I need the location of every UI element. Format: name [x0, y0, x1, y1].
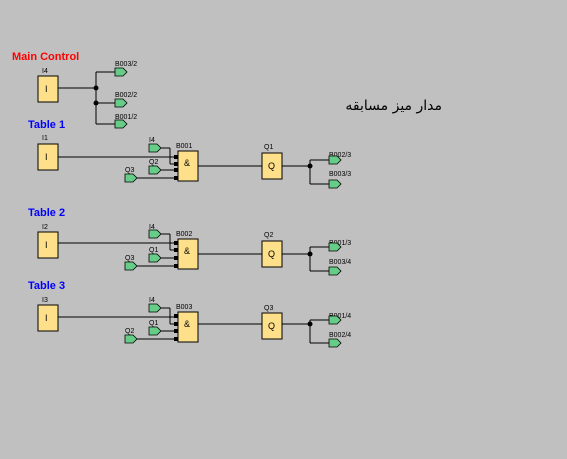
table-3-and-input-2: Q1 [149, 320, 158, 327]
diagram-title: مدار ميز مسابقه [345, 98, 442, 114]
table-2-output-tag: Q2 [264, 232, 273, 239]
output-connector[interactable] [328, 155, 342, 165]
main-input-symbol: I [45, 84, 48, 94]
table-1-input-tag: I1 [42, 135, 48, 142]
output-connector[interactable] [114, 119, 128, 129]
input-connector[interactable] [124, 173, 138, 183]
output-connector[interactable] [114, 67, 128, 77]
table-1-input-symbol: I [45, 152, 48, 162]
table-1-and-input-3: Q3 [125, 167, 134, 174]
input-connector[interactable] [124, 261, 138, 271]
output-connector[interactable] [328, 315, 342, 325]
table-3-output-1: B001/4 [329, 313, 351, 320]
table-3-and-tag: B003 [176, 304, 192, 311]
table-3-output-tag: Q3 [264, 305, 273, 312]
table-1-and-input-2: Q2 [149, 159, 158, 166]
table-3-output-block[interactable]: Q [261, 312, 283, 340]
table-3-output-2: B002/4 [329, 332, 351, 339]
table-1-and-block[interactable]: & [174, 150, 199, 182]
input-connector[interactable] [124, 334, 138, 344]
main-input-block[interactable]: I [37, 75, 59, 103]
output-connector[interactable] [328, 179, 342, 189]
table-2-input-block[interactable]: I [37, 231, 59, 259]
table-1-output-2: B003/3 [329, 171, 351, 178]
table-1-and-tag: B001 [176, 143, 192, 150]
table-2-output-symbol: Q [268, 249, 275, 259]
input-connector[interactable] [148, 229, 162, 239]
table-1-label: Table 1 [28, 119, 65, 131]
table-2-label: Table 2 [28, 207, 65, 219]
table-2-and-block[interactable]: & [174, 238, 199, 270]
table-3-section: Table 3 I3 I I4 Q1 Q2 B003 & Q3 [28, 280, 351, 348]
table-3-and-symbol: & [184, 319, 190, 329]
table-1-and-input-1: I4 [149, 137, 155, 144]
table-2-and-input-1: I4 [149, 224, 155, 231]
table-2-and-input-2: Q1 [149, 247, 158, 254]
table-3-label: Table 3 [28, 280, 65, 292]
table-3-and-input-3: Q2 [125, 328, 134, 335]
main-input-tag: I4 [42, 68, 48, 75]
table-1-output-block[interactable]: Q [261, 152, 283, 180]
table-1-section: Table 1 I1 I I4 Q2 Q3 B001 & Q1 [28, 119, 351, 189]
output-connector[interactable] [328, 338, 342, 348]
table-1-output-tag: Q1 [264, 144, 273, 151]
input-connector[interactable] [148, 253, 162, 263]
table-1-input-block[interactable]: I [37, 143, 59, 171]
main-control-label: Main Control [12, 51, 79, 63]
table-1-output-symbol: Q [268, 161, 275, 171]
table-2-and-tag: B002 [176, 231, 192, 238]
table-2-and-symbol: & [184, 246, 190, 256]
table-1-output-1: B002/3 [329, 152, 351, 159]
input-connector[interactable] [148, 326, 162, 336]
output-connector[interactable] [328, 266, 342, 276]
output-connector[interactable] [114, 98, 128, 108]
table-2-input-symbol: I [45, 240, 48, 250]
main-output-tag-1: B003/2 [115, 61, 137, 68]
table-1-and-symbol: & [184, 158, 190, 168]
input-connector[interactable] [148, 165, 162, 175]
table-2-section: Table 2 I2 I I4 Q1 Q3 B002 & Q2 [28, 207, 351, 276]
table-3-input-tag: I3 [42, 297, 48, 304]
input-connector[interactable] [148, 143, 162, 153]
table-2-and-input-3: Q3 [125, 255, 134, 262]
table-3-input-symbol: I [45, 313, 48, 323]
table-3-input-block[interactable]: I [37, 304, 59, 332]
table-3-output-symbol: Q [268, 321, 275, 331]
table-3-and-block[interactable]: & [174, 311, 199, 343]
table-2-output-2: B003/4 [329, 259, 351, 266]
main-control-section: Main Control I4 I B003/2 B002/2 B001/2 [12, 51, 137, 129]
output-connector[interactable] [328, 242, 342, 252]
table-2-output-1: B001/3 [329, 240, 351, 247]
table-2-input-tag: I2 [42, 224, 48, 231]
input-connector[interactable] [148, 303, 162, 313]
table-3-and-input-1: I4 [149, 297, 155, 304]
main-output-tag-2: B002/2 [115, 92, 137, 99]
main-output-tag-3: B001/2 [115, 114, 137, 121]
table-2-output-block[interactable]: Q [261, 240, 283, 268]
